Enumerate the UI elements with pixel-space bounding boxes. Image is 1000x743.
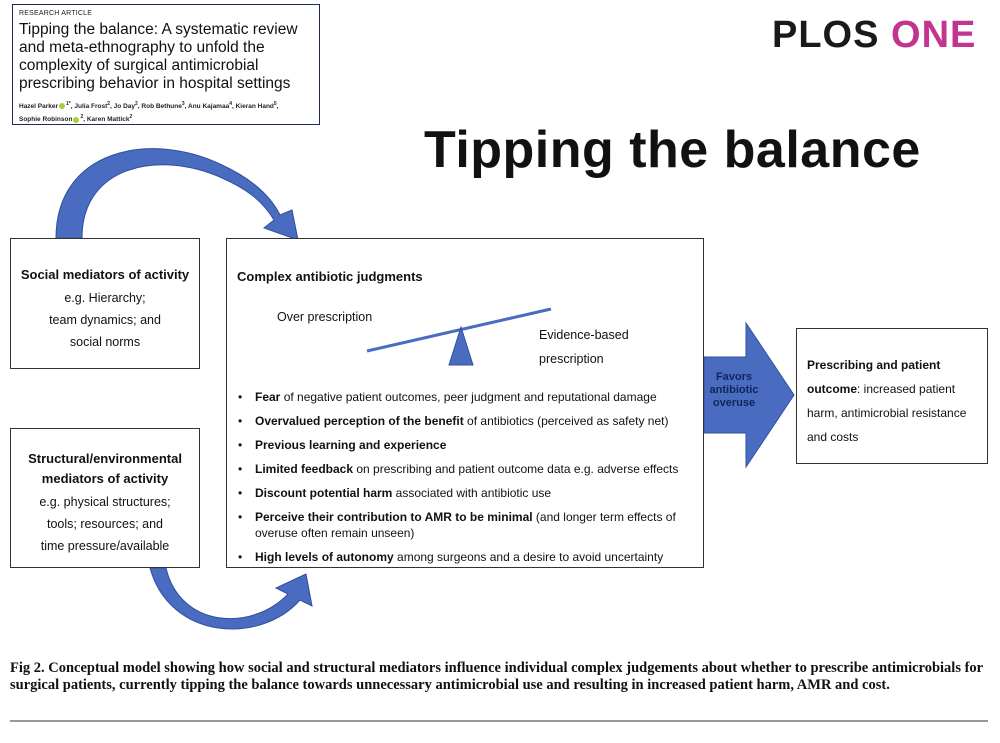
author-name[interactable]: Jo Day [113, 103, 135, 111]
judgment-bullet: High levels of autonomy among surgeons a… [235, 549, 699, 565]
bottom-curved-arrow [149, 567, 313, 630]
bullet-bold: Discount potential harm [255, 486, 393, 500]
bullet-bold: Overvalued perception of the benefit [255, 414, 464, 428]
bullet-text: of antibiotics (perceived as safety net) [463, 414, 669, 428]
journal-logo-plos: PLOS [772, 14, 880, 56]
bullet-text: associated with antibiotic use [392, 486, 552, 500]
structural-heading: Structural/environmental mediators of ac… [11, 449, 199, 489]
judgment-bullet: Fear of negative patient outcomes, peer … [235, 389, 699, 405]
top-curved-arrow [55, 148, 299, 241]
figure-caption: Fig 2. Conceptual model showing how soci… [10, 660, 983, 693]
seesaw-fulcrum [448, 325, 474, 366]
structural-line: time pressure/available [40, 539, 170, 553]
over-prescription-label: Over prescription [277, 310, 373, 324]
author-affiliation: 4 [229, 101, 232, 107]
author-affiliation: 2 [129, 114, 133, 121]
author-affiliation: 2 [135, 101, 138, 107]
article-header-box: RESEARCH ARTICLE Tipping the balance: A … [12, 4, 320, 125]
complex-judgments-box: Complex antibiotic judgments Over prescr… [226, 238, 704, 568]
favors-overuse-arrow [703, 321, 795, 469]
judgment-bullet: Previous learning and experience [235, 437, 699, 453]
article-title[interactable]: Tipping the balance: A systematic review… [19, 21, 298, 92]
social-body: e.g. Hierarchy; team dynamics; and socia… [11, 287, 199, 353]
judgment-bullet: Overvalued perception of the benefit of … [235, 413, 699, 429]
author-affiliation: 3 [181, 101, 185, 107]
author-name[interactable]: Julia Frost [74, 103, 108, 111]
author-name[interactable]: Sophie Robinson [19, 116, 73, 124]
author-name[interactable]: Rob Bethune [141, 103, 182, 111]
judgment-bullet: Perceive their contribution to AMR to be… [235, 509, 699, 541]
bullet-bold: Fear [255, 390, 281, 404]
bullet-bold: Limited feedback [255, 462, 354, 476]
article-type: RESEARCH ARTICLE [19, 10, 93, 17]
structural-line: tools; resources; and [46, 517, 164, 531]
evidence-based-label: Evidence-based prescription [539, 323, 629, 371]
orcid-icon[interactable] [59, 103, 66, 110]
outcome-rest: : increased patient harm, antimicrobial … [807, 382, 967, 444]
figure-title: Tipping the balance [424, 121, 921, 179]
judgment-bullet-list: Fear of negative patient outcomes, peer … [235, 389, 699, 573]
bullet-text: among surgeons and a desire to avoid unc… [393, 550, 664, 564]
bullet-text: on prescribing and patient outcome data … [353, 462, 679, 476]
favors-line: Favors [715, 371, 753, 383]
seesaw-icon [366, 307, 552, 366]
author-affiliation: 2 [107, 101, 111, 107]
author-affiliation: 1* [66, 101, 71, 107]
judgment-bullet: Discount potential harm associated with … [235, 485, 699, 501]
social-heading: Social mediators of activity [20, 267, 190, 282]
author-affiliation: 5 [273, 101, 277, 107]
author-name[interactable]: Kieran Hand [235, 103, 274, 111]
outcome-text: Prescribing and patient outcome: increas… [807, 353, 979, 449]
seesaw-beam [366, 307, 552, 353]
structural-body: e.g. physical structures; tools; resourc… [11, 491, 199, 557]
author-name[interactable]: Hazel Parker [19, 103, 59, 111]
author-name[interactable]: Anu Kajamaa [188, 103, 230, 111]
evidence-line: prescription [539, 352, 604, 366]
journal-logo: PLOS ONE [772, 14, 976, 57]
orcid-icon[interactable] [73, 116, 80, 123]
structural-line: e.g. physical structures; [39, 495, 171, 509]
caption-divider [10, 720, 988, 722]
favors-line: overuse [712, 397, 756, 409]
favors-line: antibiotic [709, 384, 759, 396]
evidence-line: Evidence-based [539, 328, 629, 342]
center-heading: Complex antibiotic judgments [237, 269, 423, 284]
favors-overuse-label: Favors antibiotic overuse [706, 371, 762, 410]
bullet-bold: Previous learning and experience [255, 438, 447, 452]
outcome-box: Prescribing and patient outcome: increas… [796, 328, 988, 464]
author-affiliation: 2 [80, 114, 84, 121]
structural-heading-line: mediators of activity [41, 471, 169, 486]
outcome-bold: Prescribing and patient outcome [807, 358, 941, 396]
bullet-bold: Perceive their contribution to AMR to be… [255, 510, 533, 524]
journal-logo-one: ONE [891, 14, 977, 56]
bullet-text: of negative patient outcomes, peer judgm… [280, 390, 657, 404]
social-line: team dynamics; and [49, 313, 161, 327]
social-line: social norms [69, 335, 141, 349]
structural-mediators-box: Structural/environmental mediators of ac… [10, 428, 200, 568]
social-mediators-box: Social mediators of activity e.g. Hierar… [10, 238, 200, 369]
author-name[interactable]: Karen Mattick [86, 116, 130, 124]
structural-heading-line: Structural/environmental [28, 451, 182, 466]
social-line: e.g. Hierarchy; [64, 291, 146, 305]
judgment-bullet: Limited feedback on prescribing and pati… [235, 461, 699, 477]
bullet-bold: High levels of autonomy [255, 550, 394, 564]
bullet-text: (and longer term effects of overuse ofte… [255, 510, 676, 540]
